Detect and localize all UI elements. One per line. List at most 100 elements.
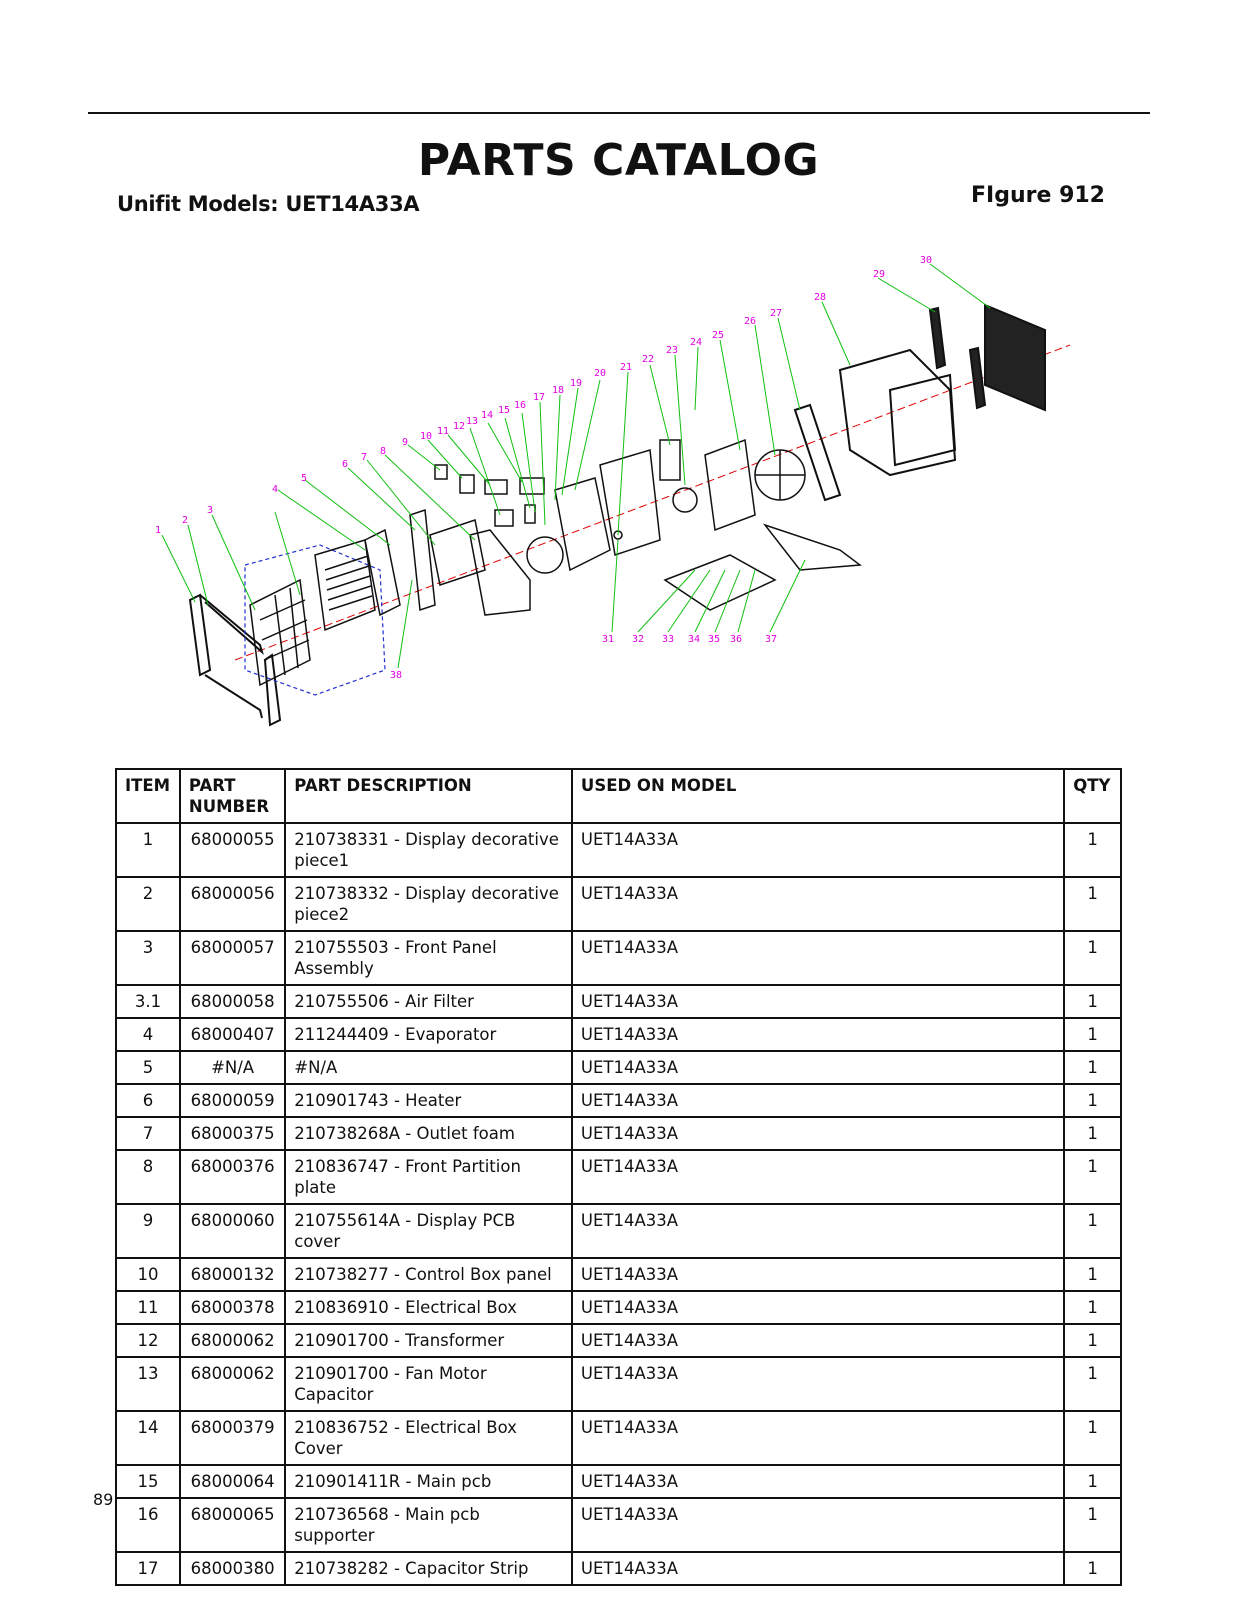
cell-model: UET14A33A (570, 930, 1066, 986)
cell-part-number: 68000376 (178, 1149, 287, 1205)
callout-label: 28 (814, 292, 826, 303)
callout-label: 1 (155, 525, 161, 536)
col-header-qty: QTY (1063, 768, 1122, 824)
cell-item: 12 (115, 1323, 181, 1358)
col-header-item: ITEM (115, 768, 181, 824)
callout-label: 12 (453, 421, 465, 432)
evaporator-part (364, 508, 486, 617)
callout-label: 24 (690, 337, 702, 348)
cell-description: 210738331 - Display decorative piece1 (284, 822, 573, 878)
cell-description: #N/A (284, 1050, 573, 1085)
cell-item: 14 (115, 1410, 181, 1466)
cell-description: 210901411R - Main pcb (284, 1464, 573, 1499)
callout-label: 11 (437, 426, 449, 437)
callout-label: 5 (301, 473, 307, 484)
cell-part-number: 68000375 (178, 1116, 287, 1151)
cell-description: 210836910 - Electrical Box (284, 1290, 573, 1325)
cell-description: 211244409 - Evaporator (284, 1017, 573, 1052)
cell-qty: 1 (1063, 1203, 1122, 1259)
cell-part-number: #N/A (178, 1050, 287, 1085)
front-panel-assembly-outline (244, 544, 386, 696)
callout-label: 30 (920, 255, 932, 266)
callout-label: 3 (207, 505, 213, 516)
cell-qty: 1 (1063, 1323, 1122, 1358)
cell-description: 210755506 - Air Filter (284, 984, 573, 1019)
cell-model: UET14A33A (570, 1464, 1066, 1499)
cell-item: 2 (115, 876, 181, 932)
cell-model: UET14A33A (570, 984, 1066, 1019)
cell-model: UET14A33A (570, 1017, 1066, 1052)
cell-model: UET14A33A (570, 1203, 1066, 1259)
cell-part-number: 68000407 (178, 1017, 287, 1052)
air-filter-part (249, 578, 311, 687)
cell-description: 210738277 - Control Box panel (284, 1257, 573, 1292)
cell-description: 210738268A - Outlet foam (284, 1116, 573, 1151)
callout-label: 37 (765, 634, 777, 645)
callout-label: 34 (688, 634, 700, 645)
cell-model: UET14A33A (570, 1290, 1066, 1325)
cell-model: UET14A33A (570, 1257, 1066, 1292)
parts-table: ITEM PART NUMBER PART DESCRIPTION USED O… (115, 768, 1122, 1586)
callout-label: 32 (632, 634, 644, 645)
callout-label: 26 (744, 316, 756, 327)
cell-qty: 1 (1063, 1464, 1122, 1499)
callout-label: 16 (514, 400, 526, 411)
cell-description: 210736568 - Main pcb supporter (284, 1497, 573, 1553)
callout-label: 6 (342, 459, 348, 470)
callout-label: 10 (420, 431, 432, 442)
cell-description: 210901743 - Heater (284, 1083, 573, 1118)
cell-part-number: 68000062 (178, 1356, 287, 1412)
cell-part-number: 68000062 (178, 1323, 287, 1358)
cell-part-number: 68000057 (178, 930, 287, 986)
cell-qty: 1 (1063, 1083, 1122, 1118)
cell-model: UET14A33A (570, 1497, 1066, 1553)
callout-label: 9 (402, 437, 408, 448)
callout-label: 13 (466, 416, 478, 427)
cell-description: 210755503 - Front Panel Assembly (284, 930, 573, 986)
cell-model: UET14A33A (570, 1083, 1066, 1118)
col-header-model: USED ON MODEL (570, 768, 1066, 824)
cell-part-number: 68000058 (178, 984, 287, 1019)
cell-item: 8 (115, 1149, 181, 1205)
callout-label: 18 (552, 385, 564, 396)
callout-label: 15 (498, 405, 510, 416)
cell-part-number: 68000379 (178, 1410, 287, 1466)
cell-description: 210836747 - Front Partition plate (284, 1149, 573, 1205)
cell-item: 3 (115, 930, 181, 986)
callout-label: 19 (570, 378, 582, 389)
cell-model: UET14A33A (570, 822, 1066, 878)
callout-label: 36 (730, 634, 742, 645)
exploded-view-diagram: 1 2 3 4 5 6 7 8 9 10 11 12 13 14 15 16 1… (155, 255, 1071, 727)
cell-qty: 1 (1063, 1551, 1122, 1586)
callout-label: 29 (873, 269, 885, 280)
cell-item: 4 (115, 1017, 181, 1052)
cell-qty: 1 (1063, 1017, 1122, 1052)
cell-item: 9 (115, 1203, 181, 1259)
cell-description: 210836752 - Electrical Box Cover (284, 1410, 573, 1466)
cell-item: 10 (115, 1257, 181, 1292)
cell-qty: 1 (1063, 1149, 1122, 1205)
rear-grille-part (928, 303, 1046, 412)
cell-item: 3.1 (115, 984, 181, 1019)
figure-label: FIgure 912 (971, 183, 1105, 208)
front-grille-part (314, 539, 376, 632)
cell-part-number: 68000064 (178, 1464, 287, 1499)
cell-part-number: 68000132 (178, 1257, 287, 1292)
cell-item: 11 (115, 1290, 181, 1325)
cell-qty: 1 (1063, 1410, 1122, 1466)
models-subtitle: Unifit Models: UET14A33A (117, 192, 420, 216)
callout-label: 33 (662, 634, 674, 645)
callout-label: 22 (642, 354, 654, 365)
cell-model: UET14A33A (570, 1356, 1066, 1412)
cell-model: UET14A33A (570, 1149, 1066, 1205)
callout-label: 21 (620, 362, 632, 373)
